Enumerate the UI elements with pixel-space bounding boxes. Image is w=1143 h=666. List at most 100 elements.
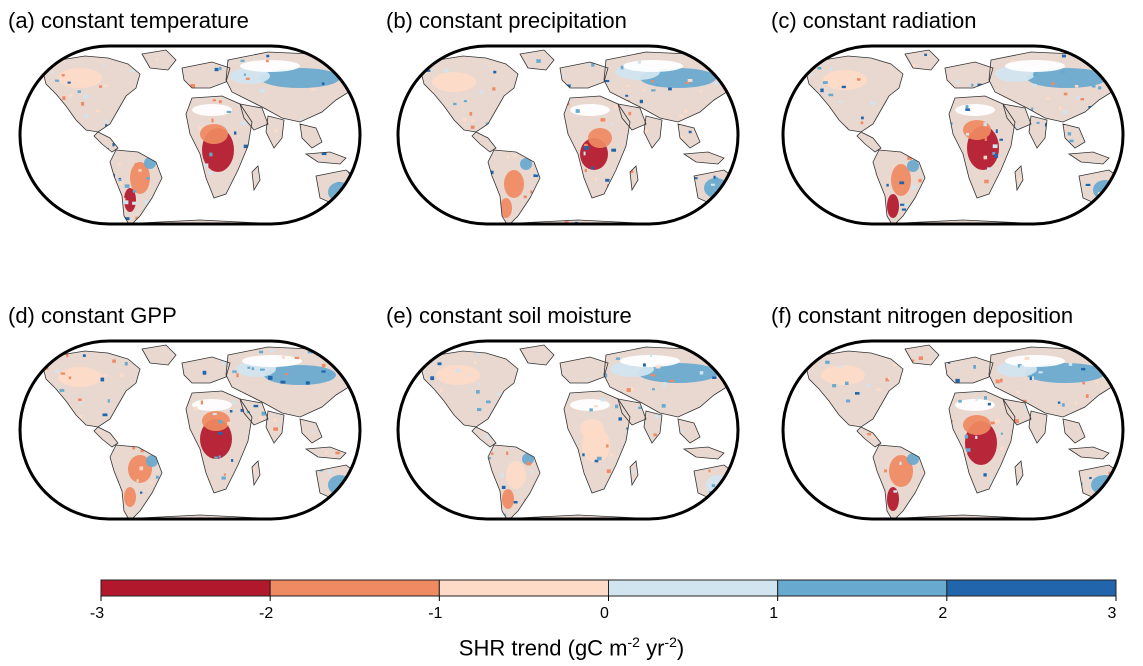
trend-speck [999,138,1004,141]
trend-speck [611,148,617,152]
trend-speck [243,73,246,76]
trend-speck [240,59,245,62]
trend-speck [77,90,81,93]
trend-speck [1036,121,1040,125]
trend-speck [117,163,121,166]
trend-speck [140,449,144,453]
colorbar-title-sup2: -2 [664,634,677,650]
trend-speck [652,388,655,391]
trend-patch [570,399,610,411]
map-c [781,44,1125,226]
trend-speck [259,350,264,354]
trend-speck [105,124,108,127]
trend-speck [60,372,66,375]
trend-speck [343,497,348,500]
trend-speck [720,485,723,488]
trend-speck [349,74,353,79]
trend-speck [975,435,978,439]
continent-india [644,411,662,443]
trend-speck [564,220,569,224]
trend-patches [42,54,356,224]
trend-patch [192,104,232,116]
coastline-madagascar [251,460,261,487]
trend-speck [610,123,614,126]
coastline-madagascar [629,460,639,487]
trend-speck [500,473,504,478]
panel-title: (c) constant radiation [771,8,977,33]
panel-f: (f) constant nitrogen deposition [763,295,1143,530]
trend-speck [653,433,657,437]
trend-speck [54,370,59,374]
trend-speck [628,111,632,116]
trend-speck [1016,391,1020,394]
trend-speck [995,379,1000,384]
trend-speck [1115,209,1121,214]
trend-speck [1069,139,1074,143]
trend-speck [132,446,136,450]
trend-speck [247,366,251,369]
trend-speck [1014,419,1019,423]
coastline-madagascar [629,165,639,192]
trend-speck [212,412,217,416]
trend-speck [715,82,720,85]
colorbar-title-prefix: SHR trend (gC m [458,635,628,661]
trend-patch [955,399,995,411]
trend-speck [713,175,716,179]
trend-speck [1083,210,1089,214]
trend-speck [708,469,711,473]
trend-speck [335,451,340,455]
trend-patch [240,60,300,72]
continent-arabia [618,399,646,425]
trend-speck [274,128,278,133]
trend-patch [500,198,512,218]
trend-speck [62,96,66,101]
trend-speck [112,143,115,147]
trend-speck [971,83,974,87]
trend-speck [999,378,1003,383]
trend-patch [436,365,480,385]
coastline-greenland [904,49,940,71]
trend-speck [1091,366,1097,369]
colorbar-segment [269,579,440,597]
trend-speck [324,208,327,212]
trend-speck [123,200,129,205]
coastline-arabia [1002,398,1032,426]
trend-speck [899,461,902,465]
trend-speck [992,144,998,149]
panel-e: (e) constant soil moisture [378,295,758,530]
trend-speck [911,185,917,190]
trend-speck [629,169,634,174]
trend-speck [1089,476,1092,480]
trend-speck [473,360,477,365]
trend-speck [1010,59,1015,62]
trend-speck [828,93,834,97]
trend-speck [994,154,999,158]
trend-speck [132,190,137,193]
trend-speck [530,190,533,194]
trend-speck [218,455,221,458]
trend-speck [589,408,593,412]
trend-speck [53,516,58,519]
trend-speck [918,356,923,360]
trend-speck [724,68,729,72]
map-content [20,46,360,224]
trend-speck [211,118,214,123]
trend-speck [965,105,969,109]
trend-speck [45,64,50,68]
continent-india [1029,411,1047,443]
trend-speck [1061,54,1066,58]
trend-speck [427,353,432,356]
trend-speck [644,128,648,133]
trend-speck [688,130,692,134]
trend-speck [198,126,201,131]
panel-title: (e) constant soil moisture [386,303,632,328]
trend-speck [260,368,265,371]
trend-speck [604,373,608,378]
trend-speck [336,504,340,508]
trend-speck [121,197,126,201]
map-frame [18,44,362,226]
trend-speck [449,513,453,518]
trend-speck [679,135,684,140]
trend-speck [964,434,969,439]
trend-speck [1119,367,1123,372]
